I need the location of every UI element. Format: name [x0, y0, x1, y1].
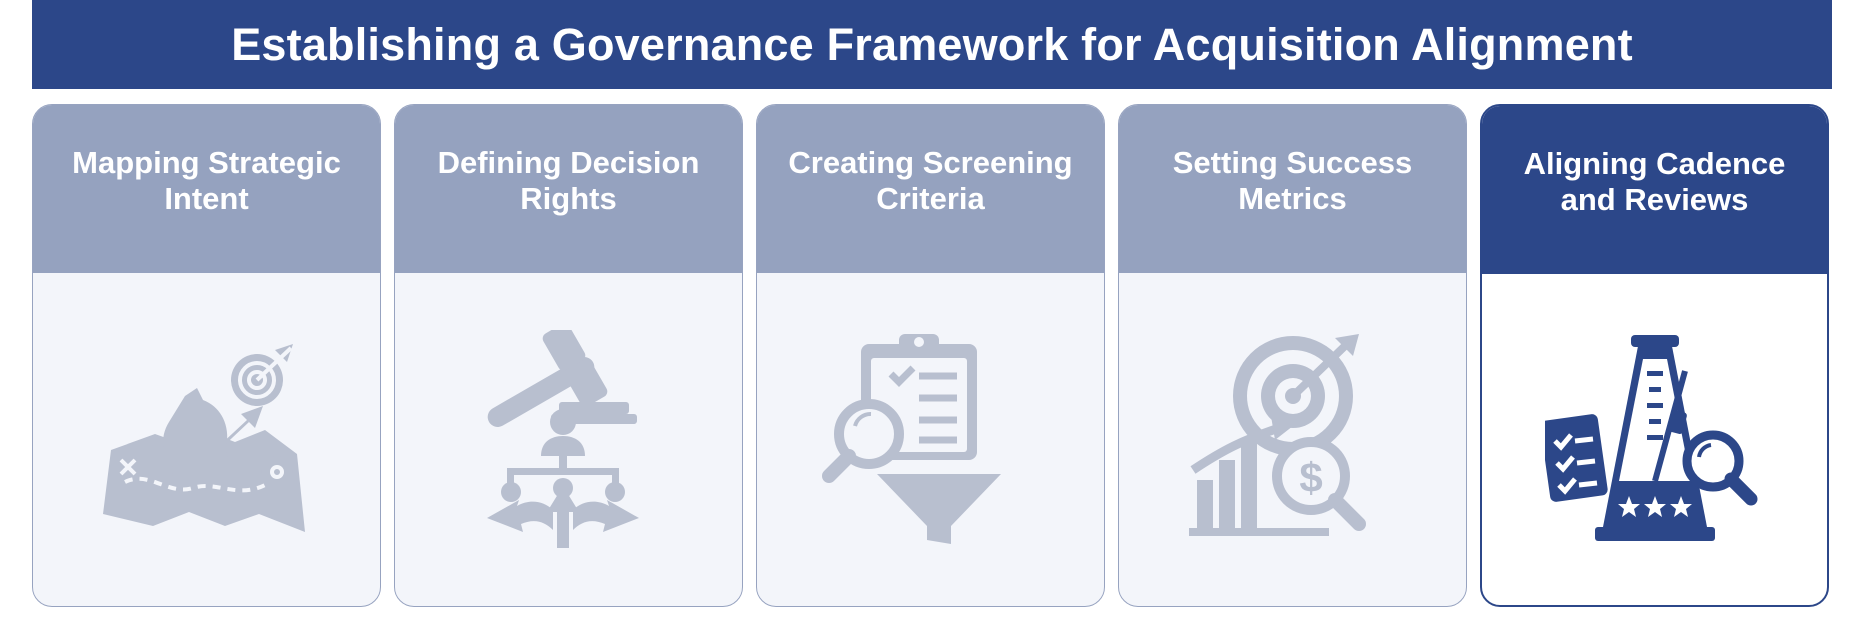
step-card-label: Setting Success Metrics	[1172, 145, 1413, 216]
title-banner: Establishing a Governance Framework for …	[32, 0, 1832, 89]
step-card-label: Creating Screening Criteria	[788, 145, 1073, 216]
metronome-checklist-stars-icon	[1544, 335, 1757, 541]
step-card-setting-success-metrics: Setting Success Metrics $	[1118, 104, 1467, 607]
dollar-sign-icon: $	[1299, 454, 1322, 501]
step-card-label: Mapping Strategic Intent	[72, 145, 341, 216]
step-card-label: Defining Decision Rights	[437, 145, 700, 216]
step-card-label: Aligning Cadence and Reviews	[1523, 146, 1786, 217]
step-card-header: Aligning Cadence and Reviews	[1482, 106, 1827, 274]
step-card-mapping-strategic-intent: Mapping Strategic Intent	[32, 104, 381, 607]
chess-knight-map-target-icon	[102, 344, 305, 532]
step-card-aligning-cadence-and-reviews: Aligning Cadence and Reviews	[1480, 104, 1829, 607]
gavel-hierarchy-arrows-icon	[486, 330, 639, 548]
step-card-defining-decision-rights: Defining Decision Rights	[394, 104, 743, 607]
clipboard-magnifier-funnel-icon	[821, 334, 1001, 544]
step-card-header: Mapping Strategic Intent	[33, 105, 380, 273]
page-title: Establishing a Governance Framework for …	[231, 18, 1633, 70]
target-growth-chart-dollar-icon: $	[1188, 334, 1366, 536]
step-card-header: Creating Screening Criteria	[757, 105, 1104, 273]
step-card-header: Setting Success Metrics	[1119, 105, 1466, 273]
step-card-header: Defining Decision Rights	[395, 105, 742, 273]
step-card-creating-screening-criteria: Creating Screening Criteria	[756, 104, 1105, 607]
